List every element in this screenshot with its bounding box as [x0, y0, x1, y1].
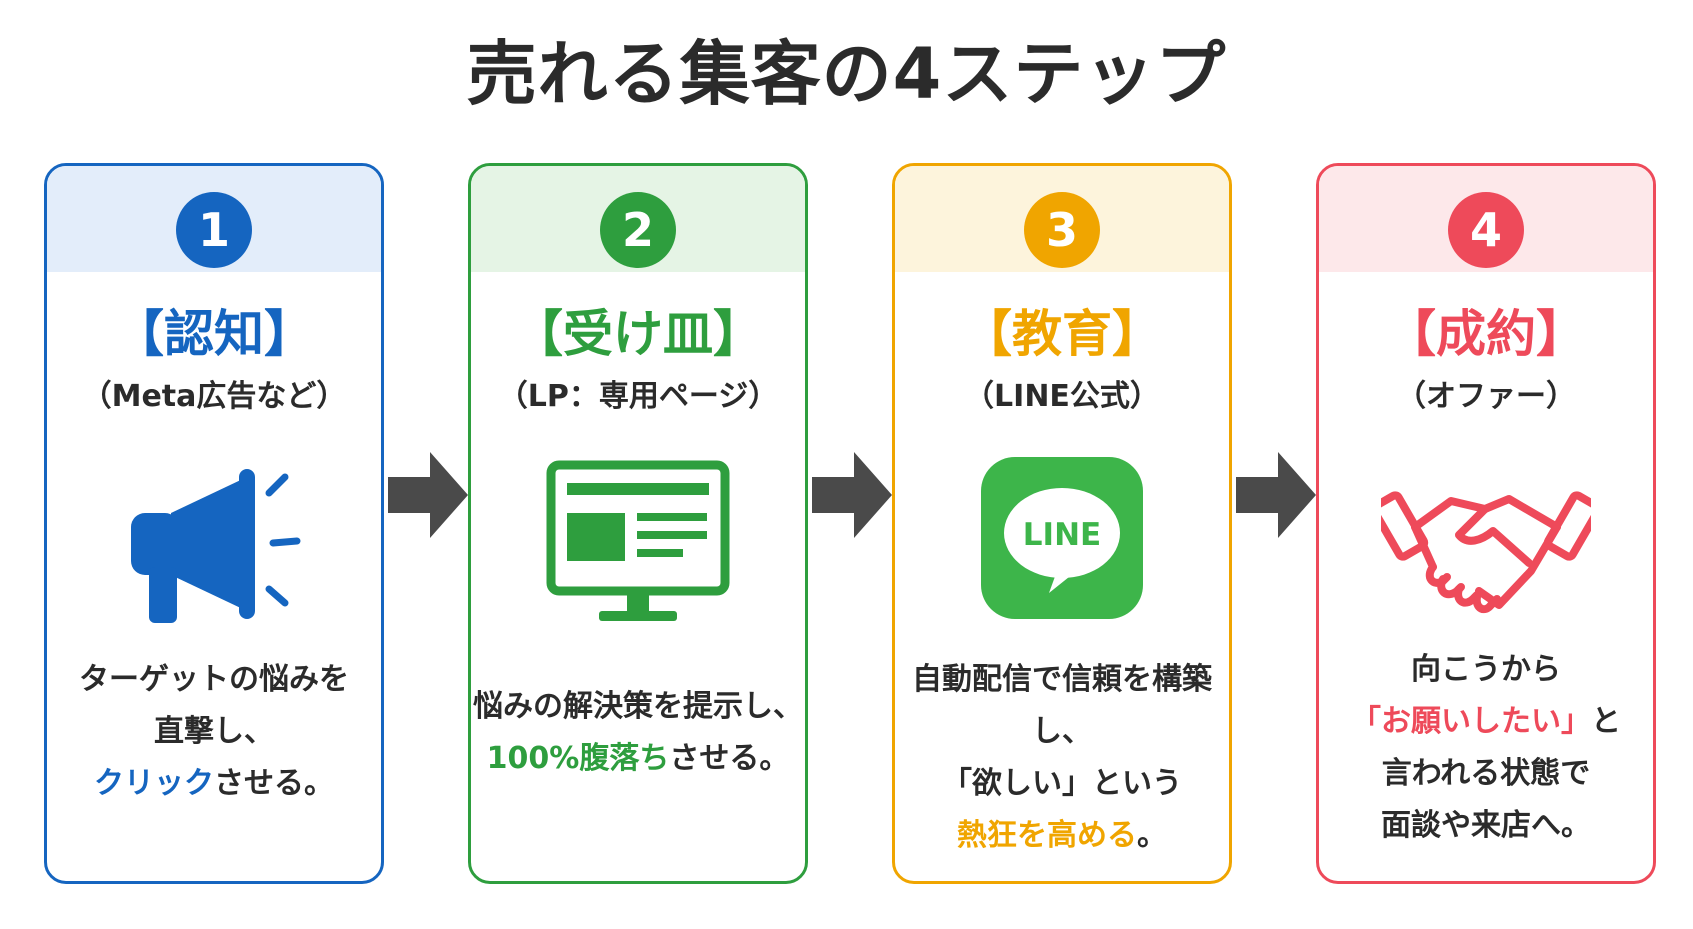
step-name: 【教育】 — [962, 305, 1162, 363]
description-line: 100%腹落ちさせる。 — [471, 733, 805, 785]
step-name: 【受け皿】 — [513, 305, 763, 363]
step-number-badge: 4 — [1448, 192, 1524, 268]
description-text: 自動配信で信頼を構築し、 — [912, 662, 1212, 749]
description-line: 「欲しい」という — [895, 758, 1229, 810]
highlight-text: 100%腹落ち — [486, 741, 670, 776]
step-subtitle: （LP：専用ページ） — [497, 379, 779, 414]
description-text: 直撃し、 — [154, 714, 274, 749]
step-description: 自動配信で信頼を構築し、「欲しい」という熱狂を高める。 — [895, 654, 1229, 862]
step-description: 向こうから「お願いしたい」と言われる状態で面談や来店へ。 — [1319, 644, 1653, 852]
handshake-icon — [1381, 491, 1591, 614]
description-line: ターゲットの悩みを — [47, 654, 381, 706]
step-card-education: 3 【教育】 （LINE公式） LINE 自動配信で信頼を構築し、「欲しい」とい… — [892, 163, 1232, 884]
monitor-icon — [546, 460, 730, 621]
highlight-text: クリック — [94, 766, 214, 801]
description-text: と — [1591, 704, 1621, 739]
highlight-text: 「お願いしたい」 — [1351, 704, 1591, 739]
description-line: 悩みの解決策を提示し、 — [471, 681, 805, 733]
step-name: 【成約】 — [1386, 305, 1586, 363]
description-text: 。 — [1137, 818, 1167, 853]
description-line: 言われる状態で — [1319, 748, 1653, 800]
line-logo-text: LINE — [1023, 517, 1101, 553]
megaphone-icon — [131, 469, 301, 623]
description-line: クリックさせる。 — [47, 758, 381, 810]
description-line: 直撃し、 — [47, 706, 381, 758]
description-line: 向こうから — [1319, 644, 1653, 696]
description-text: 向こうから — [1411, 652, 1561, 687]
step-number-badge: 3 — [1024, 192, 1100, 268]
arrow-right-icon — [388, 452, 468, 538]
step-card-awareness: 1 【認知】 （Meta広告など） ターゲットの悩みを直撃し、クリックさせる。 — [44, 163, 384, 884]
highlight-text: 熱狂を高める — [957, 818, 1137, 853]
arrow-right-icon — [812, 452, 892, 538]
description-line: 熱狂を高める。 — [895, 810, 1229, 862]
line-app-icon: LINE — [981, 457, 1143, 619]
page-title: 売れる集客の4ステップ — [466, 33, 1227, 115]
step-name: 【認知】 — [114, 305, 314, 363]
step-number-badge: 2 — [600, 192, 676, 268]
step-description: ターゲットの悩みを直撃し、クリックさせる。 — [47, 654, 381, 810]
description-line: 面談や来店へ。 — [1319, 800, 1653, 852]
description-text: させる。 — [669, 741, 790, 776]
description-line: 自動配信で信頼を構築し、 — [895, 654, 1229, 758]
description-text: させる。 — [214, 766, 334, 801]
description-text: 言われる状態で — [1381, 756, 1591, 791]
step-subtitle: （Meta広告など） — [81, 379, 347, 414]
description-text: 面談や来店へ。 — [1381, 808, 1591, 843]
step-card-conversion: 4 【成約】 （オファー） 向こうから「お願いしたい」と言われる状態で面談や来店… — [1316, 163, 1656, 884]
step-subtitle: （オファー） — [1396, 379, 1576, 414]
arrow-right-icon — [1236, 452, 1316, 538]
step-description: 悩みの解決策を提示し、 100%腹落ちさせる。 — [471, 681, 805, 785]
description-text: 「欲しい」という — [942, 766, 1182, 801]
step-subtitle: （LINE公式） — [964, 379, 1160, 414]
step-card-landing: 2 【受け皿】 （LP：専用ページ） 悩みの解決策を提示し、 100%腹落ちさせる… — [468, 163, 808, 884]
description-text: 悩みの解決策を提示し、 — [473, 689, 803, 724]
description-line: 「お願いしたい」と — [1319, 696, 1653, 748]
description-text: ターゲットの悩みを — [79, 662, 349, 697]
step-number-badge: 1 — [176, 192, 252, 268]
